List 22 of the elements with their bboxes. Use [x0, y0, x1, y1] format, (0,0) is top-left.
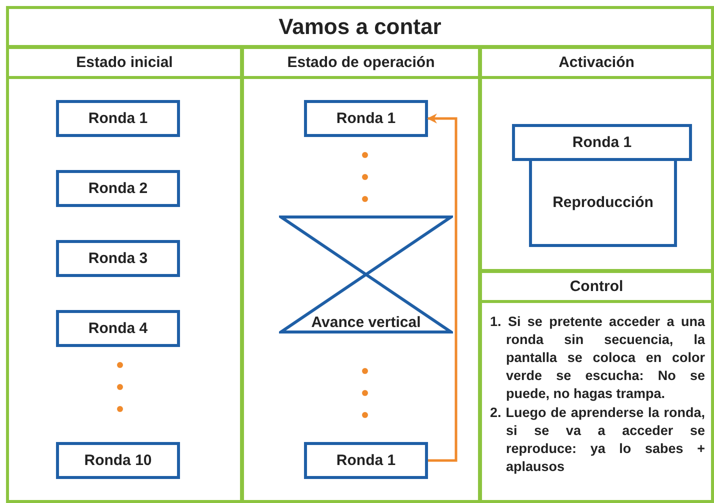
process-box: Ronda 10	[56, 442, 180, 479]
column-header: Estado de operación	[244, 49, 478, 79]
shape-label: Avance vertical	[310, 314, 422, 331]
process-box: Ronda 4	[56, 310, 180, 347]
process-box: Ronda 1	[304, 100, 428, 137]
hourglass-shape	[279, 215, 453, 334]
process-box: Reproducción	[529, 158, 677, 247]
column-panel	[479, 270, 714, 503]
column-header: Control	[482, 273, 711, 303]
list-item: 2. Luego de aprenderse la ronda, si se va a acceder se reproduce: ya lo sabes + aplausos	[490, 404, 705, 476]
column-panel	[479, 46, 714, 272]
column-panel	[6, 46, 243, 503]
process-box: Ronda 1	[56, 100, 180, 137]
column-panel	[241, 46, 481, 503]
process-box: Ronda 2	[56, 170, 180, 207]
column-header: Activación	[482, 49, 711, 79]
process-box: Ronda 1	[304, 442, 428, 479]
list-item: 1. Si se pretente acceder a una ronda sin secuencia, la pantalla se coloca en color verde se escucha: No se puede, no hagas trampa.	[490, 313, 705, 403]
process-box: Ronda 3	[56, 240, 180, 277]
column-header: Estado inicial	[9, 49, 240, 79]
process-box: Ronda 1	[512, 124, 692, 161]
arrow	[427, 114, 458, 462]
